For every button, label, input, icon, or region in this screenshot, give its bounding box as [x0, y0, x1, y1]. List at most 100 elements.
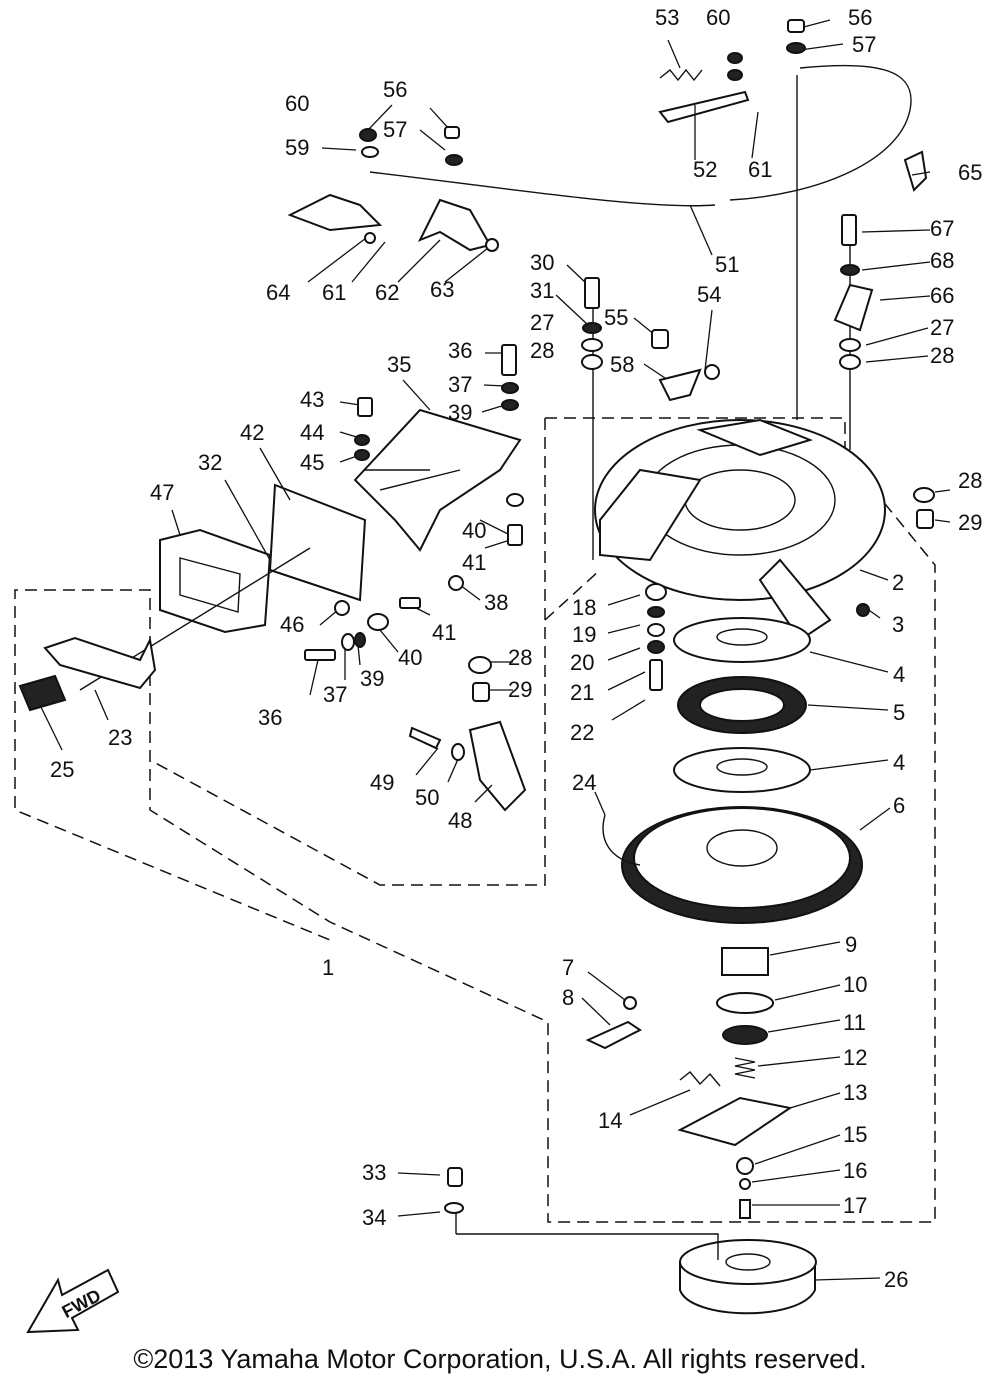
callout-59: 59 — [285, 135, 309, 160]
callout-49: 49 — [370, 770, 394, 795]
callout-19: 19 — [572, 622, 596, 647]
drive-plate-13 — [677, 1096, 793, 1147]
callout-7: 7 — [562, 955, 574, 980]
callout-33: 33 — [362, 1160, 386, 1185]
callout-40-b: 40 — [398, 645, 422, 670]
lever-52 — [658, 90, 750, 124]
callout-57-b: 57 — [852, 32, 876, 57]
washer-10 — [716, 992, 774, 1014]
callout-58: 58 — [610, 352, 634, 377]
callout-51: 51 — [715, 252, 739, 277]
callout-43: 43 — [300, 387, 324, 412]
callout-44: 44 — [300, 420, 324, 445]
callout-56-b: 56 — [848, 5, 872, 30]
copyright-notice: ©2013 Yamaha Motor Corporation, U.S.A. A… — [133, 1344, 867, 1374]
callout-10: 10 — [843, 972, 867, 997]
leader-lines — [39, 19, 951, 1281]
fwd-arrow: FWD — [26, 1268, 120, 1334]
callout-17: 17 — [843, 1193, 867, 1218]
callout-22: 22 — [570, 720, 594, 745]
callout-61-b: 61 — [748, 157, 772, 182]
grommet-47 — [159, 528, 272, 634]
callout-50: 50 — [415, 785, 439, 810]
callout-56-a: 56 — [383, 77, 407, 102]
callout-30: 30 — [530, 250, 554, 275]
callout-52: 52 — [693, 157, 717, 182]
callout-47: 47 — [150, 480, 174, 505]
assembly-boundary-main — [14, 417, 936, 1223]
starter-cup-26 — [679, 1239, 817, 1315]
callout-5: 5 — [893, 700, 905, 725]
plate-4-lower — [673, 747, 811, 793]
callout-4-b: 4 — [893, 750, 905, 775]
clamp-65 — [903, 150, 928, 192]
callout-67: 67 — [930, 216, 954, 241]
spring-12 — [734, 1057, 756, 1079]
control-cable-51 — [369, 64, 912, 207]
clip-7 — [623, 996, 637, 1010]
washer-16 — [739, 1178, 751, 1190]
bolt-49 — [408, 726, 442, 750]
callout-64: 64 — [266, 280, 290, 305]
callout-13: 13 — [843, 1080, 867, 1105]
starter-rope-24 — [602, 814, 641, 866]
callout-11: 11 — [843, 1010, 866, 1035]
link-48 — [468, 720, 527, 812]
callout-3: 3 — [892, 612, 904, 637]
callout-60-b: 60 — [706, 5, 730, 30]
callout-8: 8 — [562, 985, 574, 1010]
bracket-58 — [658, 368, 702, 402]
callout-37-b: 37 — [323, 682, 347, 707]
callout-4-a: 4 — [893, 662, 905, 687]
callout-65: 65 — [958, 160, 982, 185]
callout-63: 63 — [430, 277, 454, 302]
callout-28-c: 28 — [958, 468, 982, 493]
hardware-small-parts — [304, 19, 935, 1214]
callout-23: 23 — [108, 725, 132, 750]
plate-64 — [287, 193, 383, 232]
callout-32: 32 — [198, 450, 222, 475]
spring-53 — [659, 68, 703, 82]
callout-2: 2 — [892, 570, 904, 595]
plate-4-upper-hole — [716, 628, 768, 646]
callout-42: 42 — [240, 420, 264, 445]
callout-35: 35 — [387, 352, 411, 377]
callout-41-a: 41 — [462, 550, 486, 575]
plate-4-upper — [673, 617, 811, 663]
washer-15 — [736, 1157, 754, 1175]
plate-4-lower-hole — [716, 758, 768, 776]
callout-28-a: 28 — [530, 338, 554, 363]
pawl-8 — [585, 1020, 642, 1050]
callout-41-b: 41 — [432, 620, 456, 645]
return-spring-14 — [679, 1071, 721, 1087]
callout-40-a: 40 — [462, 518, 486, 543]
callout-21: 21 — [570, 680, 594, 705]
callout-48: 48 — [448, 808, 472, 833]
callout-28-b: 28 — [930, 343, 954, 368]
lever-62 — [417, 198, 492, 252]
handle-cap-25 — [18, 674, 67, 712]
callout-36-a: 36 — [448, 338, 472, 363]
spiral-spring-5-inner — [699, 688, 785, 722]
callout-34: 34 — [362, 1205, 386, 1230]
callout-29-a: 29 — [958, 510, 982, 535]
callout-18: 18 — [572, 595, 596, 620]
callout-39-a: 39 — [448, 400, 472, 425]
callout-68: 68 — [930, 248, 954, 273]
callout-12: 12 — [843, 1045, 867, 1070]
callout-46: 46 — [280, 612, 304, 637]
callout-26: 26 — [884, 1267, 908, 1292]
bushing-9 — [721, 947, 769, 976]
callout-60-a: 60 — [285, 91, 309, 116]
callout-53: 53 — [655, 5, 679, 30]
callout-27-b: 27 — [930, 315, 954, 340]
assembly-boundary-inner — [149, 418, 601, 886]
callout-20: 20 — [570, 650, 594, 675]
callout-31: 31 — [530, 278, 554, 303]
grommet-47-slot — [179, 557, 241, 613]
callout-25: 25 — [50, 757, 74, 782]
bolt-17 — [739, 1199, 751, 1219]
starter-case-2 — [594, 418, 886, 642]
callout-labels: 1 2 3 4 5 4 6 7 8 9 10 11 12 13 14 15 16… — [50, 5, 982, 1292]
